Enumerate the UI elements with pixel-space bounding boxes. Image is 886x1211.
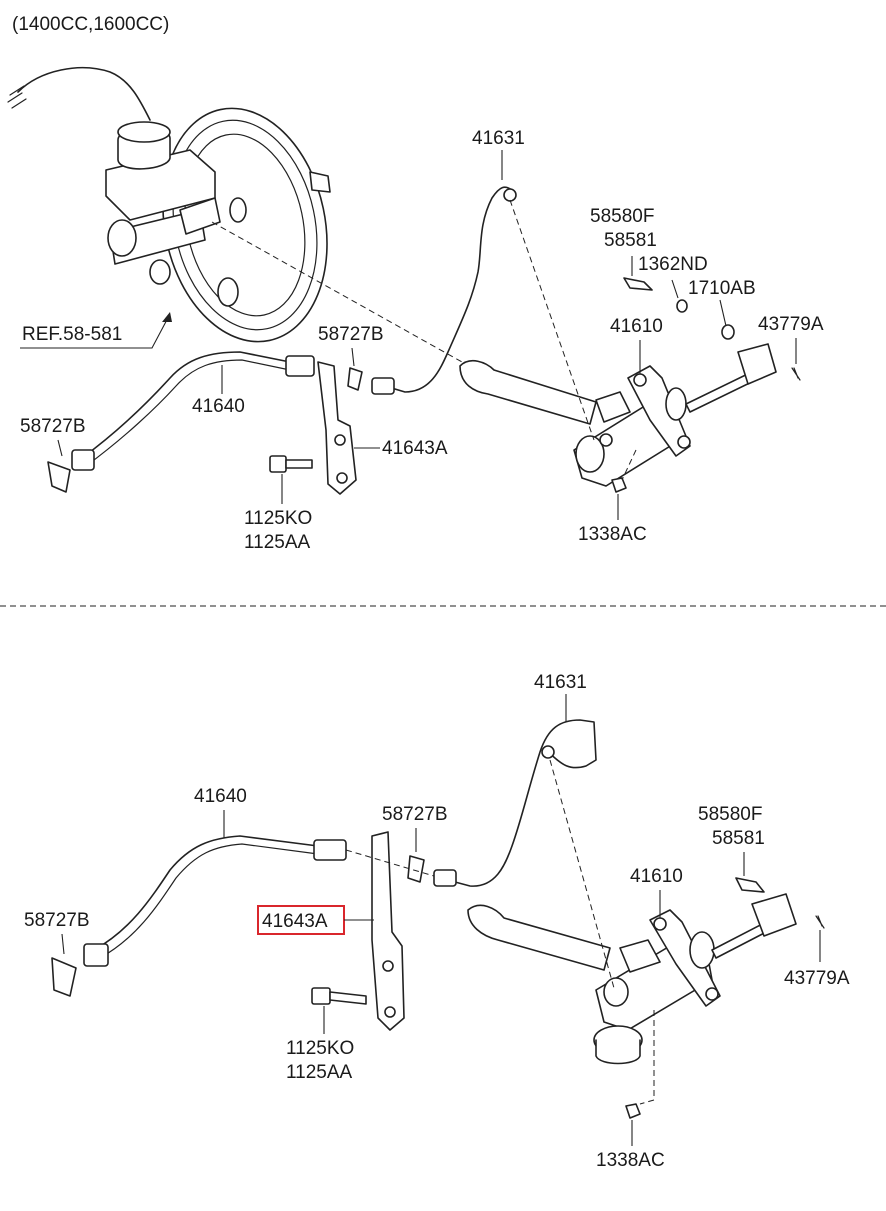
pipe-fitting-lower: [541, 745, 555, 759]
label-58580F-upper: 58580F: [590, 206, 654, 227]
leader-58727B-right-upper: [351, 347, 355, 367]
bolt-1125-upper: [269, 455, 313, 473]
pipe-fitting: [503, 188, 517, 202]
clip-left-lower: [51, 957, 77, 997]
leader-1710AB: [719, 299, 727, 327]
nut-1338AC-lower: [625, 1103, 641, 1119]
pipe-nut: [371, 377, 395, 395]
split-pin-upper: [791, 367, 801, 381]
label-41643A-lower: 41643A: [262, 911, 328, 932]
label-1338AC-lower: 1338AC: [596, 1150, 665, 1171]
leader-58727B-left-upper: [57, 439, 63, 457]
label-41640-upper: 41640: [192, 396, 245, 417]
label-41631-lower: 41631: [534, 672, 587, 693]
label-1338AC-upper: 1338AC: [578, 524, 647, 545]
bolt-1125-lower: [311, 987, 367, 1005]
clutch-master-cylinder-upper: [459, 343, 777, 487]
label-1710AB: 1710AB: [688, 278, 756, 299]
label-1125AA-upper: 1125AA: [244, 532, 311, 553]
clip-left-upper: [47, 461, 71, 493]
lower-assembly: 41631 41640 58727B 58727B 41643A 1125KO …: [24, 672, 850, 1171]
pin-1362ND: [623, 277, 653, 291]
brake-pipe-41631-lower: [439, 719, 597, 887]
upper-assembly: REF.58-581 41631 41640 58727B 41643A 587…: [7, 66, 824, 553]
label-58580F-lower: 58580F: [698, 804, 762, 825]
label-41640-lower: 41640: [194, 786, 247, 807]
engine-caption: (1400CC,1600CC): [12, 14, 169, 35]
label-58727B-right-lower: 58727B: [382, 804, 448, 825]
label-58727B-right-upper: 58727B: [318, 324, 384, 345]
bracket-41643A-upper: [317, 361, 357, 495]
hose-start-fitting: [71, 449, 95, 471]
pipe-nut-lower: [433, 869, 457, 887]
brake-hose-41640-lower: [93, 835, 319, 951]
label-41610-upper: 41610: [610, 316, 663, 337]
ref-dashed-6: [639, 1010, 655, 1105]
pin-58581-lower: [735, 877, 765, 893]
brake-pipe-41631: [377, 186, 513, 393]
leader-58727B-left-lower: [61, 933, 65, 955]
ref-arrow: [162, 312, 172, 322]
hose-start-fitting-lower: [83, 943, 109, 967]
label-1362ND: 1362ND: [638, 254, 708, 275]
ring-1362ND: [676, 299, 688, 313]
label-58727B-left-lower: 58727B: [24, 910, 90, 931]
label-43779A-upper: 43779A: [758, 314, 824, 335]
ref-dashed-2: [509, 199, 595, 441]
label-41631-upper: 41631: [472, 128, 525, 149]
label-58581-lower: 58581: [712, 828, 765, 849]
ref-dashed-3: [621, 449, 637, 481]
label-41643A-upper: 41643A: [382, 438, 448, 459]
brake-booster-drawing: [7, 66, 331, 343]
hose-end-fitting: [285, 355, 315, 377]
split-pin-lower: [815, 915, 825, 929]
ref-dashed-1: [211, 221, 463, 363]
ref-leader: [20, 313, 171, 349]
brake-hose-41640: [81, 351, 291, 459]
label-43779A-lower: 43779A: [784, 968, 850, 989]
hose-end-fitting-lower: [313, 839, 347, 861]
label-1125KO-upper: 1125KO: [244, 508, 312, 529]
label-1125AA-lower: 1125AA: [286, 1062, 353, 1083]
label-58727B-left-upper: 58727B: [20, 416, 86, 437]
bracket-41643A-lower: [371, 831, 405, 1031]
ref-label: REF.58-581: [22, 324, 122, 345]
clip-right-upper: [347, 367, 363, 391]
label-41610-lower: 41610: [630, 866, 683, 887]
ref-dashed-4: [345, 849, 435, 877]
leader-1362ND: [671, 279, 679, 299]
label-58581-upper: 58581: [604, 230, 657, 251]
nut-1338AC-upper: [611, 477, 627, 493]
label-1125KO-lower: 1125KO: [286, 1038, 354, 1059]
clutch-master-cylinder-lower: [467, 893, 797, 1065]
washer-1710AB: [721, 324, 735, 340]
clip-right-lower: [407, 855, 425, 883]
